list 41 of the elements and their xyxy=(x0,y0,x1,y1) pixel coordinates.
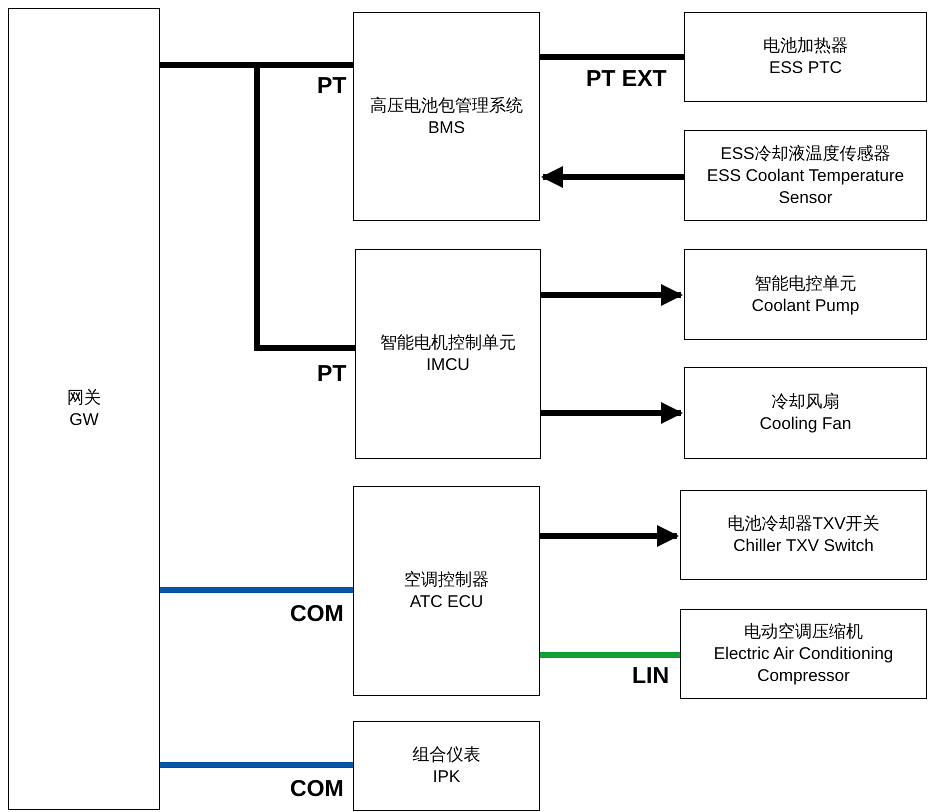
module-label: Cooling Fan xyxy=(760,413,852,435)
module-label: 组合仪表 xyxy=(412,744,480,766)
module-label: 电池冷却器TXV开关 xyxy=(727,513,880,535)
module-label: 空调控制器 xyxy=(404,569,489,591)
bus-line xyxy=(160,587,353,593)
bus-line xyxy=(160,762,353,768)
arrow xyxy=(541,166,684,188)
arrow xyxy=(541,402,683,424)
module-box xyxy=(684,12,927,102)
module-box xyxy=(353,721,540,811)
module-box xyxy=(684,130,927,221)
module-label: ESS PTC xyxy=(769,57,842,79)
arrow xyxy=(540,525,679,547)
arrow xyxy=(541,284,683,306)
module-label: GW xyxy=(69,409,99,431)
module-box xyxy=(353,486,540,696)
module-box xyxy=(680,609,927,699)
module-label: ESS Coolant Temperature Sensor xyxy=(706,164,906,208)
module-label: IPK xyxy=(432,766,460,788)
module-box xyxy=(8,8,160,810)
module-box xyxy=(684,249,927,340)
module-label: Coolant Pump xyxy=(752,294,860,316)
module-label: 网关 xyxy=(67,387,101,409)
bus-line xyxy=(540,54,684,60)
module-label: 电动空调压缩机 xyxy=(744,621,863,643)
module-label: IMCU xyxy=(426,354,470,376)
module-box xyxy=(353,12,540,221)
module-label: BMS xyxy=(428,116,465,138)
module-label: ESS冷却液温度传感器 xyxy=(720,142,891,164)
module-label: 电池加热器 xyxy=(763,35,848,57)
module-box xyxy=(355,249,541,459)
bus-line xyxy=(540,652,680,658)
module-label: 智能电机控制单元 xyxy=(380,332,516,354)
module-box xyxy=(680,490,927,580)
module-label: 智能电控单元 xyxy=(754,272,856,294)
module-box xyxy=(684,367,927,459)
module-label: Chiller TXV Switch xyxy=(733,535,874,557)
module-label: 高压电池包管理系统 xyxy=(370,94,523,116)
module-label: ATC ECU xyxy=(410,591,484,613)
module-label: 冷却风扇 xyxy=(772,391,840,413)
module-label: Electric Air Conditioning Compressor xyxy=(712,643,894,687)
